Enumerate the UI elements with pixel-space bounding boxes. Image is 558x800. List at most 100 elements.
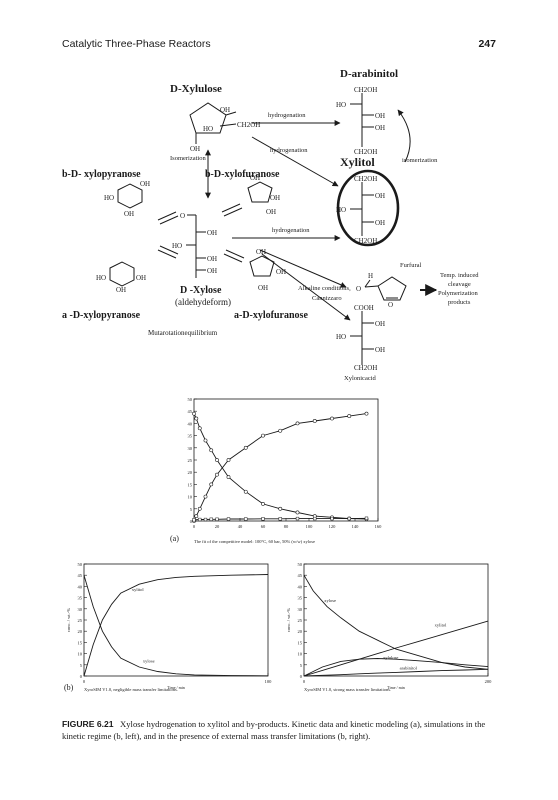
series-line-xylitol bbox=[83, 574, 269, 677]
atom-label: HO bbox=[203, 125, 213, 133]
series-label: xylose bbox=[143, 659, 155, 664]
y-tick-label: 35 bbox=[188, 434, 193, 439]
atom-label: HO bbox=[104, 194, 114, 202]
atom-label: CH2OH bbox=[354, 237, 377, 245]
data-point bbox=[194, 514, 199, 519]
series-line-xylose bbox=[303, 574, 489, 670]
atom-label: OH bbox=[220, 106, 230, 114]
atom-label: HO bbox=[172, 242, 182, 250]
label-d-xylose: D -Xylose bbox=[180, 285, 222, 296]
y-tick-label: 25 bbox=[188, 458, 193, 463]
atom-label: OH bbox=[270, 194, 280, 202]
data-point bbox=[243, 489, 248, 494]
atom-label: OH bbox=[375, 112, 385, 120]
data-point bbox=[278, 517, 282, 521]
y-tick-label: 30 bbox=[188, 446, 193, 451]
label-hydrogenation-2: hydrogenation bbox=[270, 147, 308, 154]
series-line-xylitol bbox=[303, 620, 489, 677]
chart-title: XyroSIM V1.0, negligible mass transfer l… bbox=[84, 687, 178, 693]
y-tick-label: 25 bbox=[78, 618, 83, 623]
data-point bbox=[226, 458, 231, 462]
x-tick-label: 160 bbox=[375, 524, 383, 529]
x-tick-label: 20 bbox=[215, 524, 220, 529]
label-a-xylofuranose: a-D-xylofuranose bbox=[234, 310, 308, 321]
atom-label: OH bbox=[256, 248, 266, 256]
atom-label: OH bbox=[207, 229, 217, 237]
reaction-scheme: D-arabinitol D-Xylulose Xylitol b-D- xyl… bbox=[62, 68, 479, 382]
atom-label: OH bbox=[116, 286, 126, 294]
x-axis-label: Time / min bbox=[387, 685, 405, 690]
x-tick-label: 0 bbox=[83, 679, 86, 684]
data-point bbox=[364, 411, 369, 416]
label-hydrogenation-3: hydrogenation bbox=[272, 227, 310, 234]
atom-label: OH bbox=[140, 180, 150, 188]
atom-label: CH2OH bbox=[354, 148, 377, 156]
atom-label: OH bbox=[276, 268, 286, 276]
x-tick-label: 80 bbox=[284, 524, 289, 529]
y-tick-label: 15 bbox=[298, 640, 303, 645]
atom-label: OH bbox=[258, 284, 268, 292]
atom-label: OH bbox=[207, 267, 217, 275]
y-tick-label: 35 bbox=[78, 596, 83, 601]
atom-label: OH bbox=[124, 210, 134, 218]
atom-label: HO bbox=[96, 274, 106, 282]
label-b-xylofuranose: b-D-xylofuranose bbox=[205, 169, 280, 180]
x-axis-label: Time / min bbox=[167, 685, 185, 690]
series-line-xylose bbox=[83, 575, 269, 677]
y-tick-label: 25 bbox=[298, 618, 303, 623]
data-point bbox=[198, 517, 202, 522]
y-tick-label: 0 bbox=[80, 674, 83, 679]
data-point bbox=[203, 517, 208, 522]
atom-label: OH bbox=[375, 346, 385, 354]
data-point bbox=[209, 482, 214, 487]
series-line-xylulose bbox=[303, 658, 489, 677]
label-xylonicacid: Xylonicacid bbox=[344, 375, 377, 382]
label-cleavage: cleavage bbox=[448, 281, 471, 288]
x-tick-label: 60 bbox=[261, 524, 266, 529]
y-tick-label: 0 bbox=[300, 674, 303, 679]
label-a-xylopyranose: a -D-xylopyranose bbox=[62, 310, 141, 321]
atom-label: HO bbox=[336, 206, 346, 214]
panel-label: (b) bbox=[64, 683, 74, 692]
y-tick-label: 45 bbox=[188, 409, 193, 414]
data-point bbox=[261, 433, 265, 438]
y-tick-label: 20 bbox=[78, 629, 83, 634]
data-point bbox=[203, 438, 208, 443]
data-point bbox=[364, 516, 369, 520]
y-tick-label: 15 bbox=[78, 640, 83, 645]
panel-label: (a) bbox=[170, 534, 179, 543]
data-point bbox=[209, 448, 214, 453]
series-label: arabinitol bbox=[400, 665, 418, 670]
data-point bbox=[203, 494, 208, 499]
y-tick-label: 50 bbox=[188, 397, 193, 402]
label-aldehydeform: (aldehydeform) bbox=[175, 297, 231, 307]
figure-caption: FIGURE 6.21 Xylose hydrogenation to xyli… bbox=[62, 718, 502, 742]
data-point bbox=[261, 502, 265, 506]
series-label: xylose bbox=[324, 598, 336, 603]
data-point bbox=[313, 516, 317, 521]
y-axis-label: conc. / wt.-% bbox=[286, 608, 291, 632]
atom-label: HO bbox=[336, 333, 346, 341]
data-point bbox=[244, 517, 248, 521]
data-point bbox=[197, 426, 202, 431]
atom-label: OH bbox=[207, 255, 217, 263]
label-isomerization-2: isomerization bbox=[402, 157, 438, 164]
label-d-xylulose: D-Xylulose bbox=[170, 83, 222, 95]
data-point bbox=[330, 416, 334, 421]
label-alkaline: Alkaline conditions, bbox=[298, 285, 351, 292]
data-point bbox=[347, 516, 351, 521]
data-point bbox=[330, 516, 334, 521]
data-point bbox=[215, 517, 219, 521]
label-cannizzaro: Cannizzaro bbox=[312, 295, 342, 302]
label-products: products bbox=[448, 299, 471, 306]
label-polymerization: Polymerization bbox=[438, 290, 478, 297]
y-tick-label: 30 bbox=[298, 607, 303, 612]
atom-label: CH2OH bbox=[354, 175, 377, 183]
y-tick-label: 0 bbox=[190, 519, 193, 524]
y-tick-label: 5 bbox=[80, 663, 83, 668]
plot-frame bbox=[83, 563, 269, 677]
atom-label: OH bbox=[190, 145, 200, 153]
y-tick-label: 15 bbox=[188, 482, 193, 487]
